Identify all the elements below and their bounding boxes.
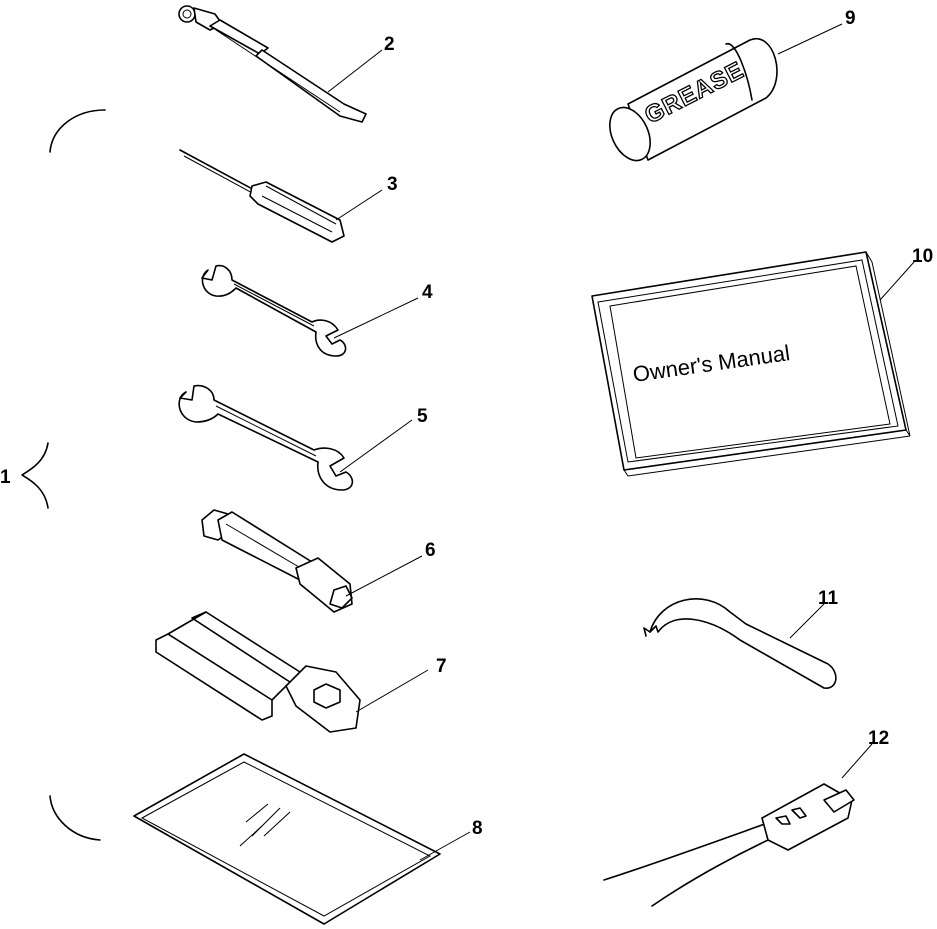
callout-1: 1 (0, 467, 11, 488)
callout-2: 2 (384, 34, 395, 55)
callout-11: 11 (818, 588, 839, 609)
callout-7: 7 (436, 656, 447, 677)
folding-handle-tool (155, 611, 361, 733)
callout-6: 6 (425, 540, 436, 561)
screwdriver (179, 149, 345, 243)
wire-connector (603, 783, 855, 907)
driver-extension-tool (178, 5, 367, 123)
open-end-wrench-large (178, 384, 354, 491)
leader-lines (327, 23, 915, 861)
callout-9: 9 (845, 8, 856, 29)
open-end-wrench-small (201, 264, 347, 357)
spanner-wrench (643, 598, 837, 689)
tool-bag (133, 753, 441, 925)
kit-bracket (21, 109, 106, 841)
grease-tube: GREASE (609, 37, 778, 162)
callout-5: 5 (417, 406, 428, 427)
callout-8: 8 (472, 818, 483, 839)
spark-plug-socket-wrench (201, 509, 353, 613)
callout-12: 12 (868, 728, 889, 749)
callout-numbers: 1 2 3 4 5 6 7 8 9 10 11 12 (0, 8, 933, 839)
callout-4: 4 (422, 282, 433, 303)
owners-manual: Owner's Manual (591, 251, 911, 477)
callout-10: 10 (912, 246, 933, 267)
callout-3: 3 (387, 174, 398, 195)
